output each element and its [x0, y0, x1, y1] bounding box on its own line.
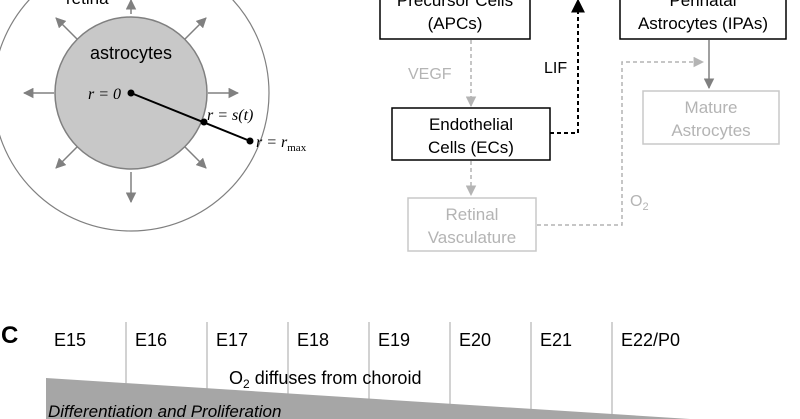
- r-s-label: r = s(t): [207, 107, 253, 124]
- o2-diffuses-text: O2 diffuses from choroid: [229, 368, 421, 391]
- front-point: [200, 118, 208, 126]
- ecs-line2: Cells (ECs): [428, 138, 514, 157]
- retinal-line2: Vasculature: [428, 228, 517, 247]
- stage-labels: E15 E16 E17 E18 E19 E20 E21 E22/P0: [54, 330, 680, 350]
- retinal-vasculature-box: [407, 197, 537, 252]
- radial-arrows: [22, 0, 240, 204]
- lif-arrow: [550, 0, 585, 134]
- r-max-label: r = rmax: [256, 134, 307, 154]
- o2-arrow: [537, 56, 705, 226]
- retina-model: retina astrocytes r = 0 r = s(t) r = rma…: [0, 0, 307, 232]
- stage-label-e20: E20: [459, 330, 491, 350]
- vegf-label: VEGF: [408, 66, 452, 83]
- differentiation-label: Differentiation and Proliferation: [48, 402, 281, 419]
- mature-line2: Astrocytes: [671, 121, 750, 140]
- ipas-box: [619, 0, 787, 40]
- radial-arrow-up-left: [55, 17, 78, 40]
- apcs-line1: Precursor Cells: [397, 0, 513, 10]
- lif-label: LIF: [544, 60, 567, 77]
- ipas-line2: Astrocytes (IPAs): [638, 14, 768, 33]
- apcs-box: [379, 0, 531, 40]
- mature-line1: Mature: [685, 98, 738, 117]
- stage-dividers: [125, 322, 613, 419]
- stage-label-e15: E15: [54, 330, 86, 350]
- retinal-line1: Retinal: [446, 205, 499, 224]
- radius-line: [130, 92, 251, 142]
- r-zero-label: r = 0: [88, 86, 121, 103]
- center-point: [127, 89, 135, 97]
- stage-label-e16: E16: [135, 330, 167, 350]
- ecs-line1: Endothelial: [429, 115, 513, 134]
- timeline-panel: C E15 E16 E17 E18 E19 E20 E21 E22/P0 O2 diffuse…: [1, 322, 690, 419]
- stage-label-e18: E18: [297, 330, 329, 350]
- radial-arrow-down-left: [55, 146, 78, 169]
- flow-diagram: Precursor Cells (APCs) Perinatal Astrocy…: [379, 0, 787, 252]
- o2-label: O2: [630, 193, 649, 213]
- apcs-line2: (APCs): [428, 14, 483, 33]
- radial-arrow-up-right: [184, 17, 207, 40]
- stage-label-e17: E17: [216, 330, 248, 350]
- astrocytes-label: astrocytes: [90, 43, 172, 63]
- stage-label-e19: E19: [378, 330, 410, 350]
- radial-arrow-down-right: [184, 146, 207, 169]
- stage-label-e22-p0: E22/P0: [621, 330, 680, 350]
- ecs-box: [391, 107, 551, 161]
- retina-outer-circle: [0, 0, 270, 232]
- edge-point: [246, 137, 254, 145]
- retina-label: retina: [66, 0, 109, 8]
- panel-label-c: C: [1, 322, 18, 349]
- mature-box: [642, 90, 780, 145]
- stage-label-e21: E21: [540, 330, 572, 350]
- ipas-line1: Perinatal: [669, 0, 736, 10]
